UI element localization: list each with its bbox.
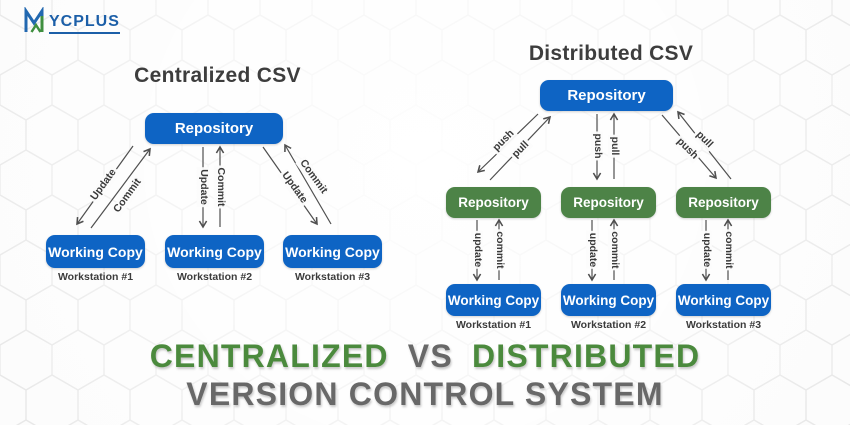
logo: YCPLUS xyxy=(22,7,120,34)
update-label-l2: update xyxy=(586,230,599,270)
distributed-local-arrows xyxy=(472,218,733,282)
push-label-d2: push xyxy=(591,131,604,161)
footer-line1-vs: VS xyxy=(407,338,453,374)
distributed-local-repository-3: Repository xyxy=(676,187,771,218)
centralized-title: Centralized CSV xyxy=(134,64,301,87)
commit-label-l3: commit xyxy=(722,229,735,271)
workstation-caption-2: Workstation #2 xyxy=(176,271,253,283)
footer-line2: VERSION CONTROL SYSTEM xyxy=(186,376,664,413)
commit-arrow-c3 xyxy=(284,143,332,225)
distributed-title: Distributed CSV xyxy=(528,42,694,65)
commit-label-l2: commit xyxy=(608,229,621,271)
distributed-working-copy-1: Working Copy xyxy=(446,284,541,316)
distributed-workstation-caption-2: Workstation #2 xyxy=(570,319,647,331)
distributed-central-repository-box: Repository xyxy=(540,80,673,111)
update-label-l1: update xyxy=(471,230,484,270)
centralized-repository-box: Repository xyxy=(145,113,283,144)
commit-arrow-c1 xyxy=(90,147,151,229)
footer-line1-distributed: DISTRIBUTED xyxy=(471,338,701,374)
footer-line1: CENTRALIZED VS DISTRIBUTED xyxy=(0,337,850,375)
distributed-local-repository-2: Repository xyxy=(561,187,656,218)
centralized-working-copy-2: Working Copy xyxy=(165,235,264,268)
update-label-l3: update xyxy=(700,230,713,270)
footer-title: CENTRALIZED VS DISTRIBUTED VERSION CONTR… xyxy=(0,337,850,414)
distributed-local-repository-1: Repository xyxy=(446,187,541,218)
centralized-working-copy-3: Working Copy xyxy=(283,235,382,268)
centralized-working-copy-1: Working Copy xyxy=(46,235,145,268)
update-label-c2: Update xyxy=(197,167,210,207)
logo-text: YCPLUS xyxy=(49,12,120,34)
workstation-caption-1: Workstation #1 xyxy=(57,271,134,283)
logo-m-icon xyxy=(24,7,44,33)
pull-label-d2: pull xyxy=(608,134,621,158)
commit-label-l1: commit xyxy=(493,229,506,271)
commit-label-c2: Commit xyxy=(214,165,227,209)
workstation-caption-3: Workstation #3 xyxy=(294,271,371,283)
distributed-working-copy-2: Working Copy xyxy=(561,284,656,316)
footer-line1-centralized: CENTRALIZED xyxy=(149,338,389,374)
distributed-workstation-caption-3: Workstation #3 xyxy=(685,319,762,331)
distributed-workstation-caption-1: Workstation #1 xyxy=(455,319,532,331)
distributed-working-copy-3: Working Copy xyxy=(676,284,771,316)
